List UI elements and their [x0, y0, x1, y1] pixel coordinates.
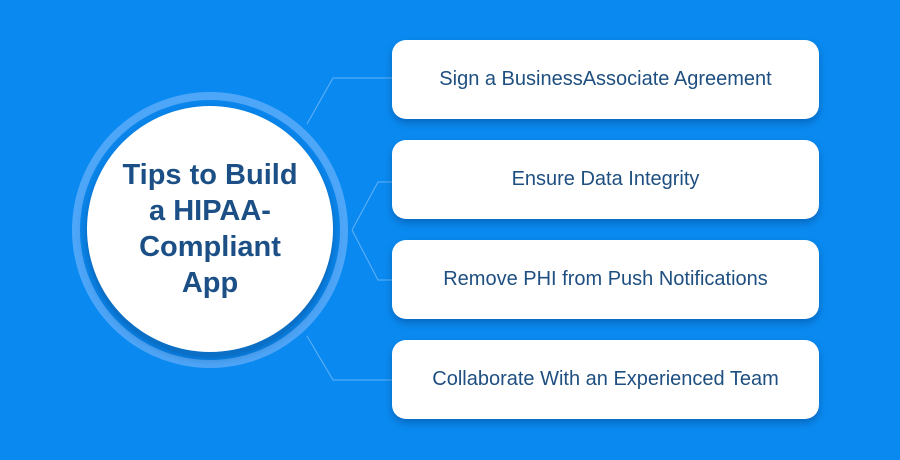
- hub-title-line: Compliant: [139, 231, 281, 263]
- connector-1: [306, 77, 392, 125]
- tip-card-business-associate-agreement: Sign a BusinessAssociate Agreement: [392, 40, 819, 119]
- tip-card-experienced-team: Collaborate With an Experienced Team: [392, 340, 819, 419]
- hub-title-line: Tips to Build: [122, 159, 298, 191]
- tip-label: Remove PHI from Push Notifications: [443, 268, 768, 290]
- connector-4: [306, 335, 392, 381]
- tip-label: Collaborate With an Experienced Team: [432, 368, 779, 390]
- connector-3: [351, 229, 392, 281]
- tip-label: Sign a BusinessAssociate Agreement: [439, 68, 772, 90]
- hub-title-line: App: [181, 267, 239, 299]
- hub-title: Tips to Build a HIPAA- Compliant App: [110, 157, 310, 301]
- hub-title-line: a HIPAA-: [149, 195, 271, 227]
- tip-label: Ensure Data Integrity: [511, 168, 700, 190]
- tip-card-remove-phi: Remove PHI from Push Notifications: [392, 240, 819, 319]
- connector-2: [351, 181, 392, 231]
- tip-card-data-integrity: Ensure Data Integrity: [392, 140, 819, 219]
- hub-circle: Tips to Build a HIPAA- Compliant App: [87, 106, 333, 352]
